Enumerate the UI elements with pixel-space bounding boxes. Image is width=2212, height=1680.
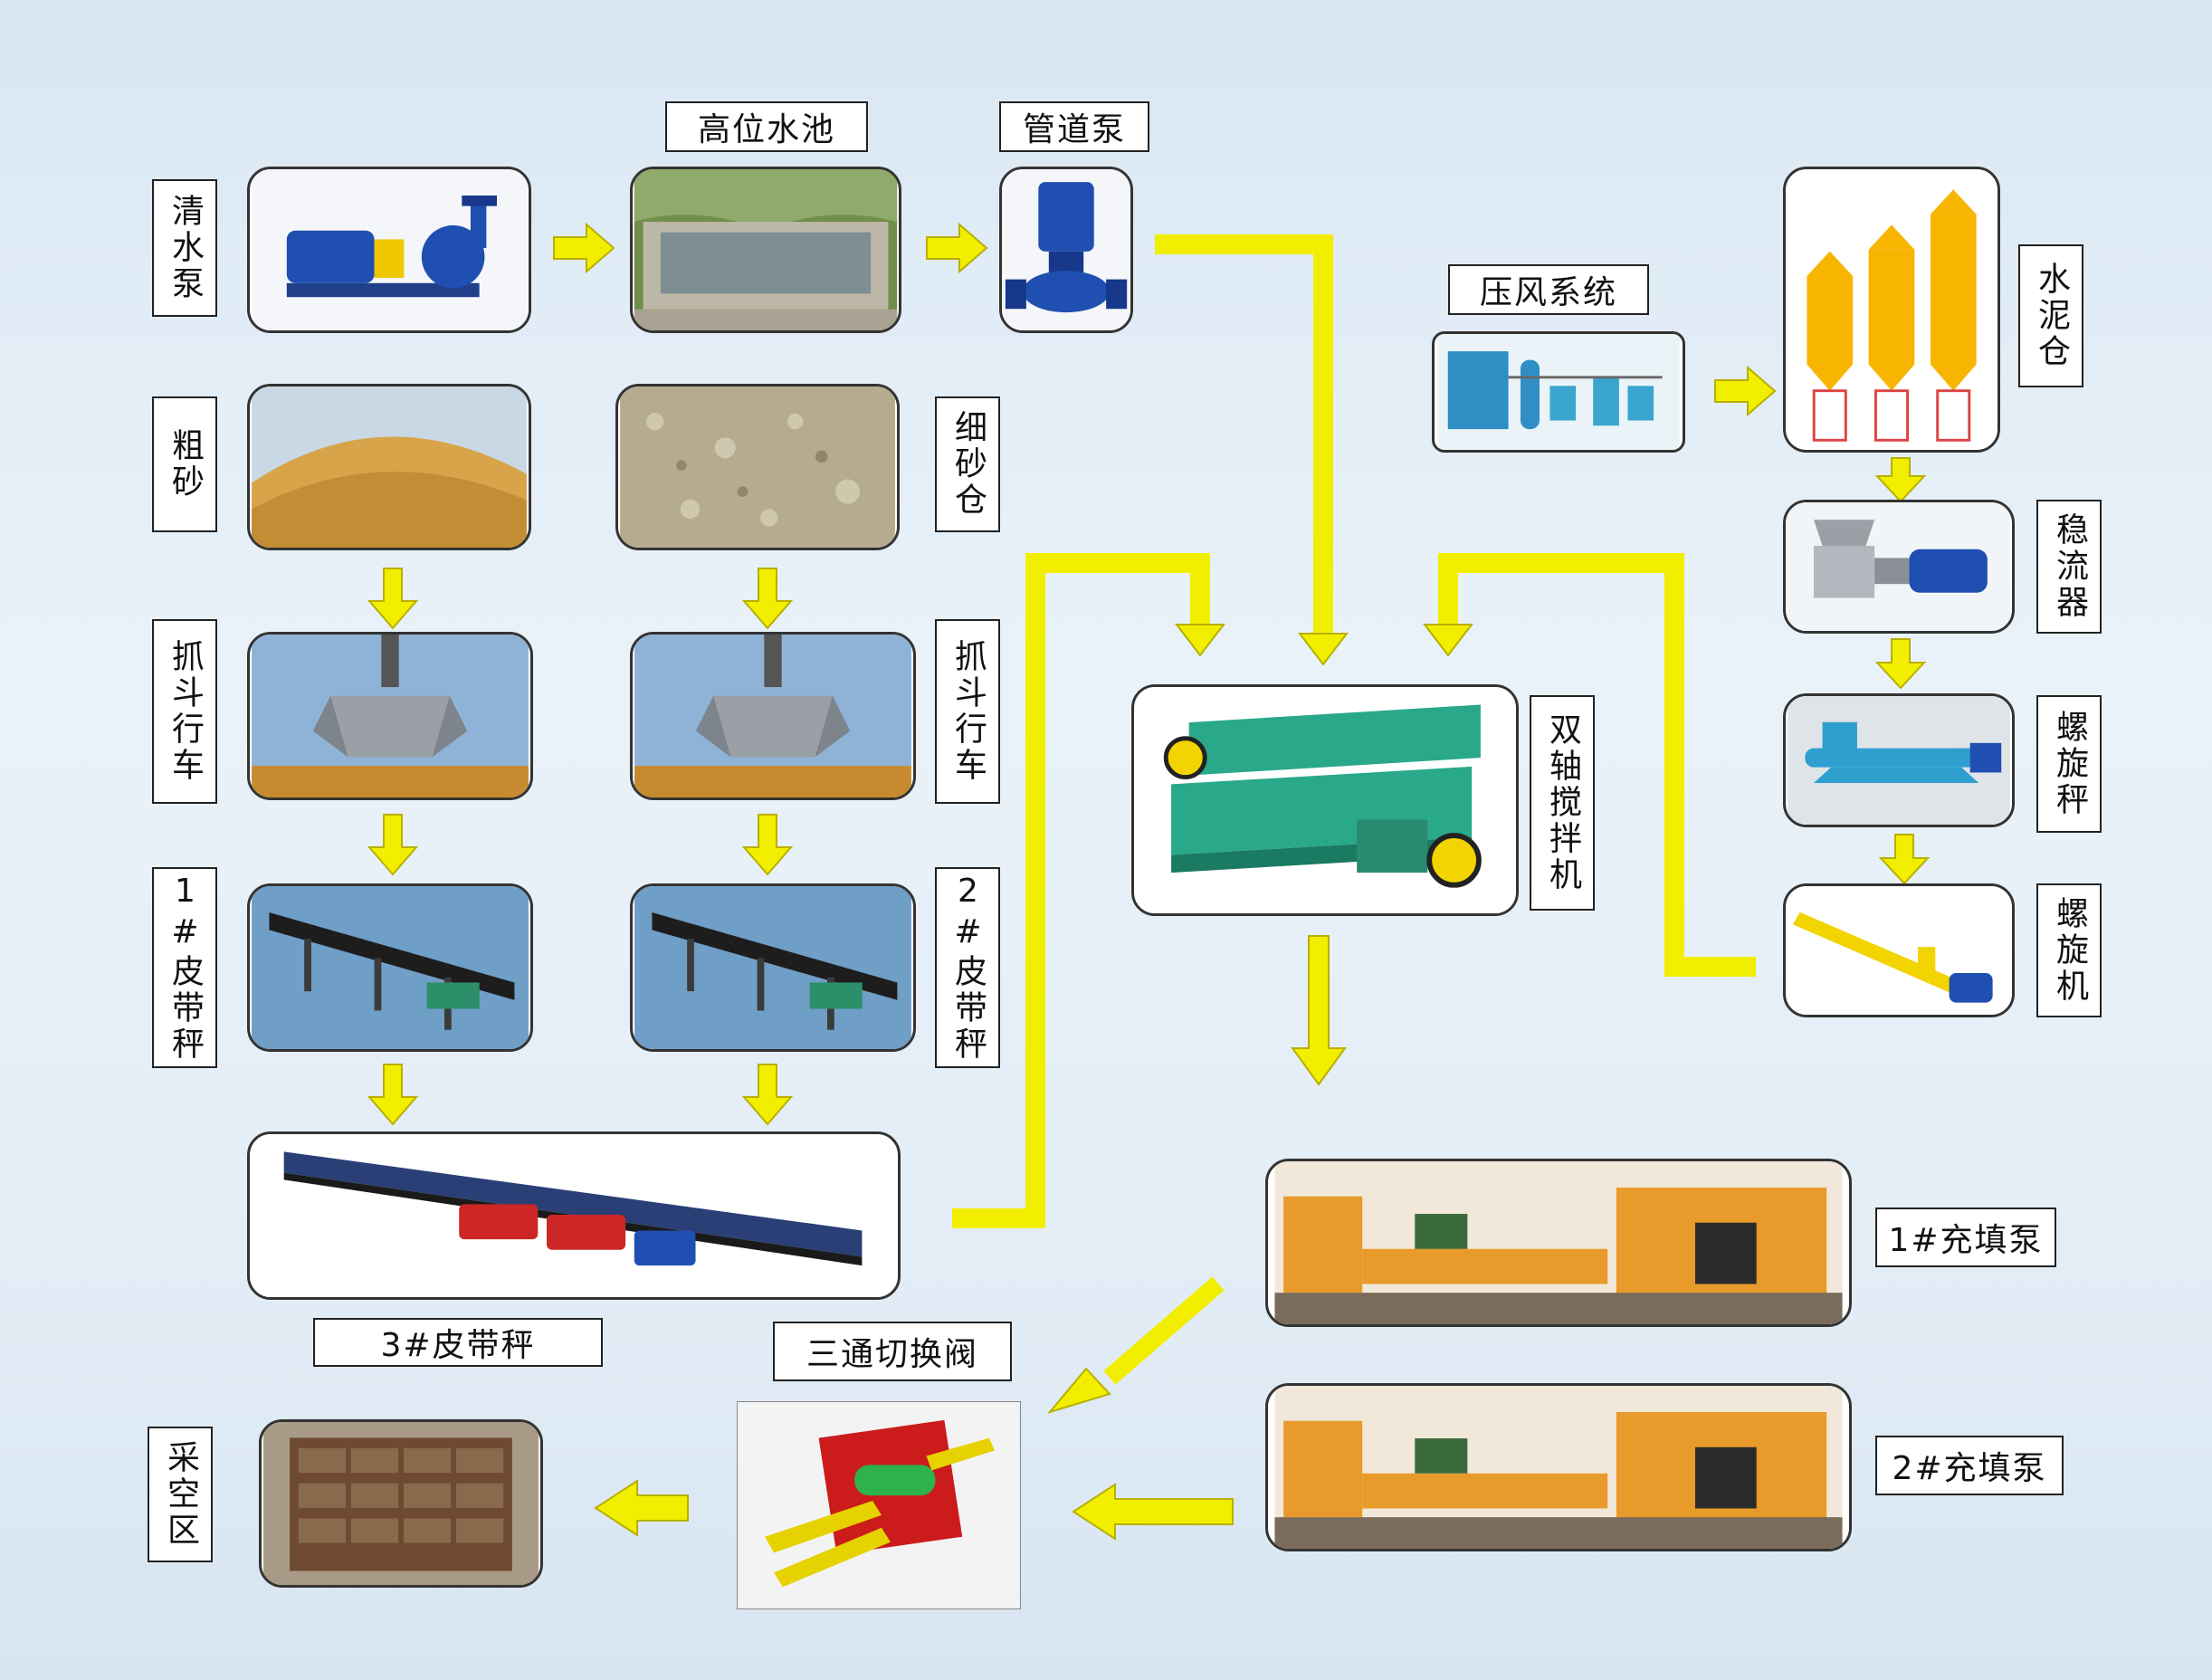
fine-sand-image	[615, 384, 900, 550]
arrow-silo-down	[1874, 457, 1927, 503]
grab-crane-2-label: 抓斗行车	[935, 619, 1000, 804]
arrow-pump-to-tank	[553, 222, 615, 274]
screw-conveyor-label: 螺旋机	[2036, 883, 2102, 1017]
arrow-crane2-down	[741, 814, 794, 876]
filling-pump-1-image	[1265, 1159, 1852, 1327]
arrow-fine-down	[741, 568, 794, 630]
coarse-sand-image	[247, 384, 531, 550]
grab-crane-1-label: 抓斗行车	[152, 619, 217, 804]
belt-scale-1-label: 1#皮带秤	[152, 867, 217, 1068]
arrow-pump2-to-valve	[1072, 1483, 1234, 1541]
arrow-crane1-down	[367, 814, 419, 876]
flow-stabilizer-label: 稳流器	[2036, 500, 2102, 634]
cement-silo-image	[1783, 167, 2000, 453]
arrow-valve-to-goaf	[594, 1479, 689, 1537]
clear-water-pump-image	[247, 167, 531, 333]
goaf-image	[259, 1419, 543, 1588]
coarse-sand-label: 粗砂	[152, 396, 217, 532]
arrow-mixer-down	[1291, 935, 1347, 1086]
arrowhead-pump1	[1047, 1367, 1111, 1414]
compressed-air-image	[1432, 331, 1685, 453]
arrow-screwscale-down	[1878, 834, 1931, 885]
belt-scale-2-label: 2#皮带秤	[935, 867, 1000, 1068]
pipeline-pump-image	[999, 167, 1133, 333]
goaf-label: 采空区	[148, 1427, 213, 1562]
fine-sand-bin-label: 细砂仓	[935, 396, 1000, 532]
arrow-tank-to-pipepump	[926, 222, 988, 274]
cement-silo-label: 水泥仓	[2018, 244, 2083, 387]
belt-scale-2-image	[630, 883, 916, 1052]
filling-pump-2-image	[1265, 1383, 1852, 1551]
arrow-air-to-silo	[1714, 365, 1777, 417]
line-pump1-to-valve	[1103, 1276, 1225, 1385]
twin-shaft-mixer-image	[1131, 684, 1519, 916]
three-way-valve-image	[737, 1401, 1021, 1609]
arrow-belt2-down	[741, 1064, 794, 1126]
grab-crane-2-image	[630, 632, 916, 800]
arrow-stabilizer-down	[1874, 638, 1927, 690]
arrowhead-screw	[1422, 624, 1474, 657]
belt-scale-3-image	[247, 1131, 901, 1300]
grab-crane-1-image	[247, 632, 533, 800]
arrowhead-pipepump	[1297, 633, 1349, 666]
three-way-valve-label: 三通切换阀	[773, 1322, 1012, 1381]
screw-conveyor-image	[1783, 883, 2015, 1017]
filling-pump-2-label: 2#充填泵	[1875, 1436, 2064, 1495]
screw-scale-label: 螺旋秤	[2036, 695, 2102, 833]
flow-stabilizer-image	[1783, 500, 2015, 634]
belt-scale-3-label: 3#皮带秤	[313, 1318, 603, 1367]
clear-water-pump-label: 清水泵	[152, 179, 217, 317]
pipeline-pump-label: 管道泵	[999, 101, 1149, 152]
twin-shaft-mixer-label: 双轴搅拌机	[1530, 695, 1595, 911]
arrow-belt1-down	[367, 1064, 419, 1126]
high-water-tank-label: 高位水池	[665, 101, 868, 152]
high-water-tank-image	[630, 167, 901, 333]
arrowhead-belt3	[1174, 624, 1226, 657]
filling-pump-1-label: 1#充填泵	[1875, 1208, 2056, 1267]
belt-scale-1-image	[247, 883, 533, 1052]
line-pipepump-to-mixer	[1155, 234, 1333, 634]
screw-scale-image	[1783, 693, 2015, 827]
arrow-coarse-down	[367, 568, 419, 630]
compressed-air-label: 压风系统	[1448, 264, 1649, 315]
